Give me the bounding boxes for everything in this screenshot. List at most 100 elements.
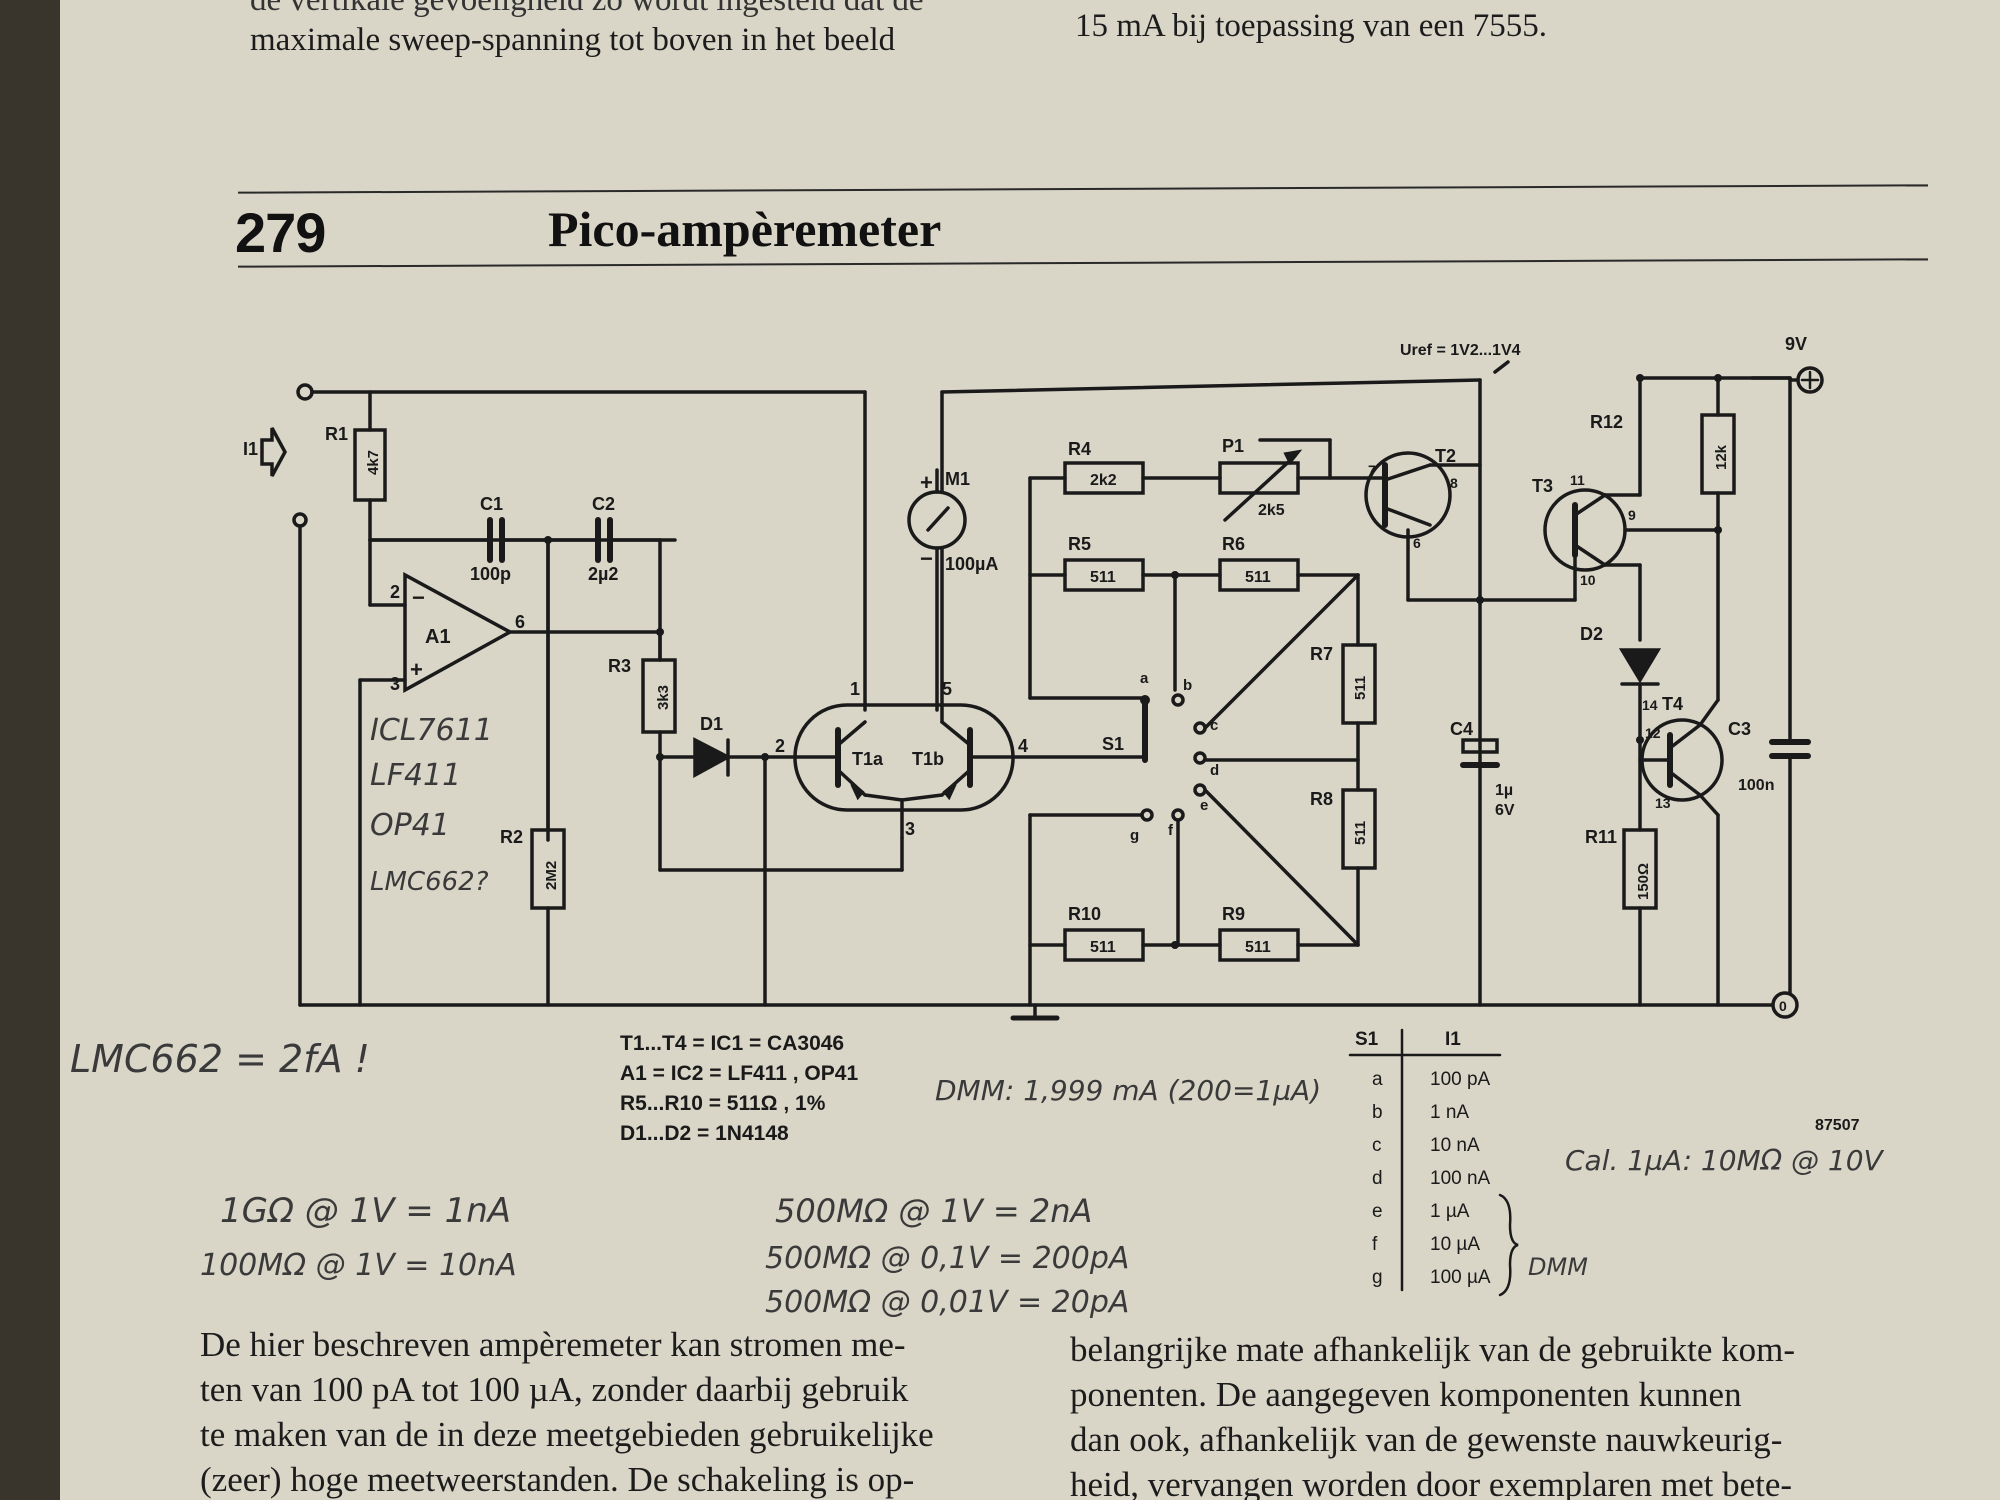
table-range-g: 100 µA — [1430, 1267, 1491, 1288]
pin-t1-3: 3 — [905, 819, 915, 839]
input-terminal-top — [296, 383, 314, 401]
hand-opamp-1: ICL7611 — [370, 713, 493, 748]
pin-t4-12: 12 — [1645, 725, 1661, 741]
hand-brace-label: DMM — [1528, 1253, 1588, 1281]
label-t2: T2 — [1435, 446, 1456, 466]
sw-f: f — [1168, 822, 1174, 839]
label-uref: Uref = 1V2...1V4 — [1400, 342, 1521, 359]
label-r8: R8 — [1310, 789, 1333, 809]
label-r6-val: 511 — [1245, 569, 1271, 586]
table-range-c: 10 nA — [1430, 1135, 1480, 1156]
table-pos-d: d — [1372, 1168, 1383, 1189]
plus-m1: + — [920, 470, 933, 495]
t3-transistor — [1543, 488, 1627, 572]
hand-cal-note: Cal. 1µA: 10MΩ @ 10V — [1565, 1144, 1885, 1177]
label-r3-val: 3k3 — [655, 685, 672, 710]
ground-terminal — [1771, 991, 1799, 1019]
label-r1-val: 4k7 — [365, 450, 382, 475]
label-d1: D1 — [700, 714, 723, 734]
pin-t1-4: 4 — [1018, 736, 1028, 756]
label-r5: R5 — [1068, 534, 1091, 554]
table-pos-f: f — [1372, 1234, 1378, 1255]
label-r9: R9 — [1222, 904, 1245, 924]
hand-opamp-4: LMC662? — [370, 867, 489, 897]
pin-t4-14: 14 — [1642, 697, 1658, 713]
pin-t2-8: 8 — [1450, 475, 1458, 491]
hand-calc-3: 500MΩ @ 1V = 2nA — [775, 1192, 1092, 1230]
label-r2-val: 2M2 — [543, 861, 560, 890]
body-left-2: ten van 100 pA tot 100 µA, zonder daarbi… — [200, 1370, 909, 1409]
table-range-f: 10 µA — [1430, 1234, 1480, 1255]
label-r10-val: 511 — [1090, 939, 1116, 956]
label-supply: 9V — [1785, 334, 1807, 354]
label-c3: C3 — [1728, 719, 1751, 739]
a1-opamp — [403, 572, 514, 693]
minus-m1: − — [920, 546, 933, 571]
pin-t3-9: 9 — [1628, 507, 1636, 523]
pin-a1-2: 2 — [390, 582, 400, 602]
input-arrow-icon — [260, 427, 287, 477]
label-c4-val1: 1µ — [1495, 782, 1513, 799]
top-text-left-1: de vertikale gevoeligheid zo wordt inges… — [250, 0, 924, 18]
table-pos-c: c — [1372, 1135, 1382, 1156]
input-terminal-bottom — [292, 512, 308, 528]
label-m1-val: 100µA — [945, 554, 998, 574]
body-left-3: te maken van de in deze meetgebieden geb… — [200, 1415, 934, 1454]
pin-a1-6: 6 — [515, 612, 525, 632]
note-diodes: D1...D2 = 1N4148 — [620, 1122, 789, 1145]
hand-opamp-2: LF411 — [370, 758, 461, 793]
note-r5-r10: R5...R10 = 511Ω , 1% — [620, 1092, 826, 1115]
sw-e: e — [1200, 797, 1208, 814]
label-r12: R12 — [1590, 412, 1623, 432]
ground-terminal-label: 0 — [1779, 998, 1787, 1014]
table-range-e: 1 µA — [1430, 1201, 1470, 1222]
top-text-left-2: maximale sweep-spanning tot boven in het… — [250, 22, 896, 58]
hand-lmc-note: LMC662 = 2fA ! — [70, 1037, 370, 1081]
label-t4: T4 — [1662, 694, 1683, 714]
body-right-3: dan ook, afhankelijk van de gewenste nau… — [1070, 1420, 1783, 1459]
table-pos-b: b — [1372, 1102, 1383, 1123]
label-r3: R3 — [608, 656, 631, 676]
sw-c: c — [1210, 717, 1218, 734]
label-r11: R11 — [1585, 827, 1617, 847]
note-ic2: A1 = IC2 = LF411 , OP41 — [620, 1062, 858, 1085]
table-range-d: 100 nA — [1430, 1168, 1491, 1189]
sw-d: d — [1210, 762, 1219, 779]
label-r5-val: 511 — [1090, 569, 1116, 586]
table-pos-e: e — [1372, 1201, 1383, 1222]
plus-a1: + — [410, 657, 423, 682]
d2-diode — [1618, 648, 1662, 684]
label-c1: C1 — [480, 494, 503, 514]
table-pos-a: a — [1372, 1069, 1383, 1090]
note-ic1: T1...T4 = IC1 = CA3046 — [620, 1032, 844, 1055]
section-title: Pico-ampèremeter — [548, 201, 942, 257]
pin-t4-13: 13 — [1655, 795, 1671, 811]
d1-diode — [693, 737, 732, 778]
body-right-2: ponenten. De aangegeven komponenten kunn… — [1070, 1375, 1742, 1414]
label-c2-val: 2µ2 — [588, 564, 618, 584]
table-range-a: 100 pA — [1430, 1069, 1491, 1090]
figure-code: 87507 — [1815, 1117, 1860, 1134]
section-number: 279 — [235, 201, 326, 264]
label-r8-val: 511 — [1352, 821, 1369, 845]
hand-calc-5: 500MΩ @ 0,01V = 20pA — [765, 1285, 1129, 1320]
body-right-4: heid, vervangen worden door exemplaren m… — [1070, 1465, 1793, 1500]
label-r6: R6 — [1222, 534, 1245, 554]
label-a1: A1 — [425, 626, 451, 648]
minus-a1: − — [412, 585, 425, 610]
hand-dmm-note: DMM: 1,999 mA (200=1µA) — [935, 1074, 1321, 1107]
label-r9-val: 511 — [1245, 939, 1271, 956]
label-r10: R10 — [1068, 904, 1101, 924]
pin-t1-2: 2 — [775, 736, 785, 756]
label-t1b: T1b — [912, 749, 944, 769]
c4-capacitor — [1461, 738, 1499, 754]
label-r2: R2 — [500, 827, 523, 847]
label-r7: R7 — [1310, 644, 1333, 664]
pin-t3-10: 10 — [1580, 572, 1596, 588]
label-r7-val: 511 — [1352, 676, 1369, 700]
pin-t1-1: 1 — [850, 679, 860, 699]
hand-calc-1: 1GΩ @ 1V = 1nA — [220, 1191, 511, 1231]
table-header-i1: I1 — [1445, 1029, 1461, 1050]
label-c2: C2 — [592, 494, 615, 514]
table-pos-g: g — [1372, 1267, 1383, 1288]
